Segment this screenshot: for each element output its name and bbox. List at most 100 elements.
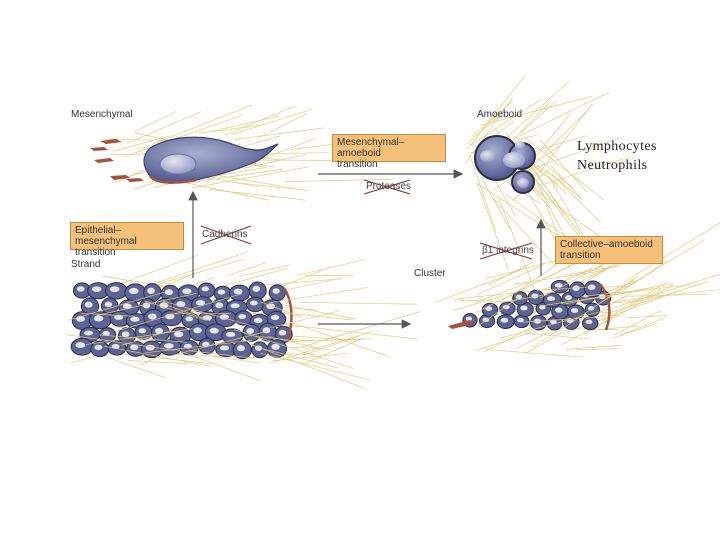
cell-nucleus: [585, 319, 593, 325]
fiber: [127, 360, 190, 365]
fiber: [481, 177, 512, 232]
cell-nucleus: [246, 328, 255, 335]
fiber: [536, 286, 592, 291]
fiber: [503, 294, 544, 303]
cell-nucleus: [182, 288, 192, 294]
fiber: [293, 325, 419, 340]
fiber: [260, 352, 371, 381]
cell-nucleus: [219, 314, 230, 320]
fiber: [152, 104, 253, 145]
cell-nucleus: [502, 304, 510, 310]
box-line-1: Epithelial–mesenchymal: [75, 225, 137, 247]
cell-nucleus: [230, 303, 240, 309]
fiber: [453, 295, 505, 311]
fiber: [191, 168, 284, 183]
fiber: [290, 321, 390, 357]
cell-nucleus: [515, 294, 523, 300]
fiber: [518, 91, 610, 137]
fiber: [539, 139, 588, 193]
fiber: [465, 110, 505, 145]
label-cadherins: Cadherins: [202, 229, 248, 240]
fiber: [613, 310, 661, 336]
cell-nucleus: [121, 331, 130, 338]
fiber: [525, 332, 590, 340]
cell-nucleus: [587, 306, 595, 311]
fiber: [623, 293, 707, 297]
cell-nucleus: [270, 314, 280, 321]
fiber: [239, 264, 290, 277]
fiber: [505, 193, 572, 241]
cell-nucleus: [219, 345, 230, 351]
cell-nucleus: [482, 317, 490, 323]
fiber: [464, 97, 513, 165]
fiber: [174, 348, 261, 382]
fiber: [118, 293, 242, 331]
fiber: [163, 303, 211, 321]
fiber: [624, 281, 668, 308]
fiber: [474, 281, 529, 304]
leading-edge: [599, 283, 611, 331]
fiber: [267, 336, 319, 349]
cell-nucleus: [587, 284, 596, 290]
cell-nucleus: [195, 300, 206, 306]
fiber: [561, 316, 614, 346]
fiber: [145, 339, 253, 354]
cell-nucleus: [91, 286, 102, 292]
fiber: [127, 111, 202, 144]
fiber: [96, 293, 197, 316]
fiber: [144, 300, 206, 321]
fiber: [208, 189, 306, 201]
cell-nucleus: [225, 332, 236, 337]
fiber: [269, 310, 341, 329]
fiber: [285, 178, 393, 182]
cell-nucleus: [538, 305, 546, 310]
cell-nucleus: [185, 316, 194, 322]
cell-nucleus: [147, 313, 157, 320]
cell-nucleus: [76, 286, 85, 292]
fiber: [477, 297, 519, 327]
cell-nucleus: [465, 316, 473, 322]
fiber: [234, 329, 355, 369]
cell-nucleus: [104, 301, 113, 308]
fiber: [250, 344, 366, 390]
fiber: [551, 173, 602, 224]
cell-type-lymphocytes: Lymphocytes: [577, 139, 657, 154]
fiber: [544, 108, 590, 153]
fiber: [469, 99, 542, 146]
fiber: [234, 127, 325, 140]
fiber: [108, 357, 167, 379]
fiber: [165, 353, 271, 359]
fiber: [626, 315, 669, 319]
box-line-2: transition: [337, 159, 378, 170]
fiber: [522, 316, 596, 323]
cell-nucleus: [102, 330, 110, 336]
fiber: [613, 289, 720, 303]
fiber: [479, 95, 593, 126]
fiber: [466, 74, 526, 150]
box-epithelial-mesenchymal-transition: Epithelial–mesenchymal transition: [70, 222, 184, 258]
cell-nucleus: [215, 302, 224, 309]
cell-nucleus: [84, 301, 93, 308]
cell-nucleus: [500, 317, 509, 323]
box-line-1: Mesenchymal–amoeboid: [337, 137, 405, 159]
fiber: [198, 124, 264, 134]
fiber: [499, 309, 609, 339]
cell-nucleus: [253, 317, 263, 324]
fiber: [576, 348, 620, 350]
fiber: [231, 108, 313, 135]
cell-nucleus: [122, 303, 132, 310]
fiber: [112, 135, 172, 152]
fiber: [563, 283, 672, 305]
cell-nucleus: [201, 286, 210, 292]
trailing-fragment: [448, 320, 474, 329]
label-cluster: Cluster: [414, 268, 446, 279]
cluster-cell-mass: [448, 279, 612, 331]
cell-nucleus: [114, 314, 124, 320]
label-proteases: Proteases: [366, 181, 412, 192]
cell-nucleus: [164, 289, 173, 296]
cell-nucleus: [94, 344, 103, 351]
fiber: [537, 157, 575, 189]
cell-nucleus: [129, 287, 139, 295]
fiber: [151, 251, 249, 285]
